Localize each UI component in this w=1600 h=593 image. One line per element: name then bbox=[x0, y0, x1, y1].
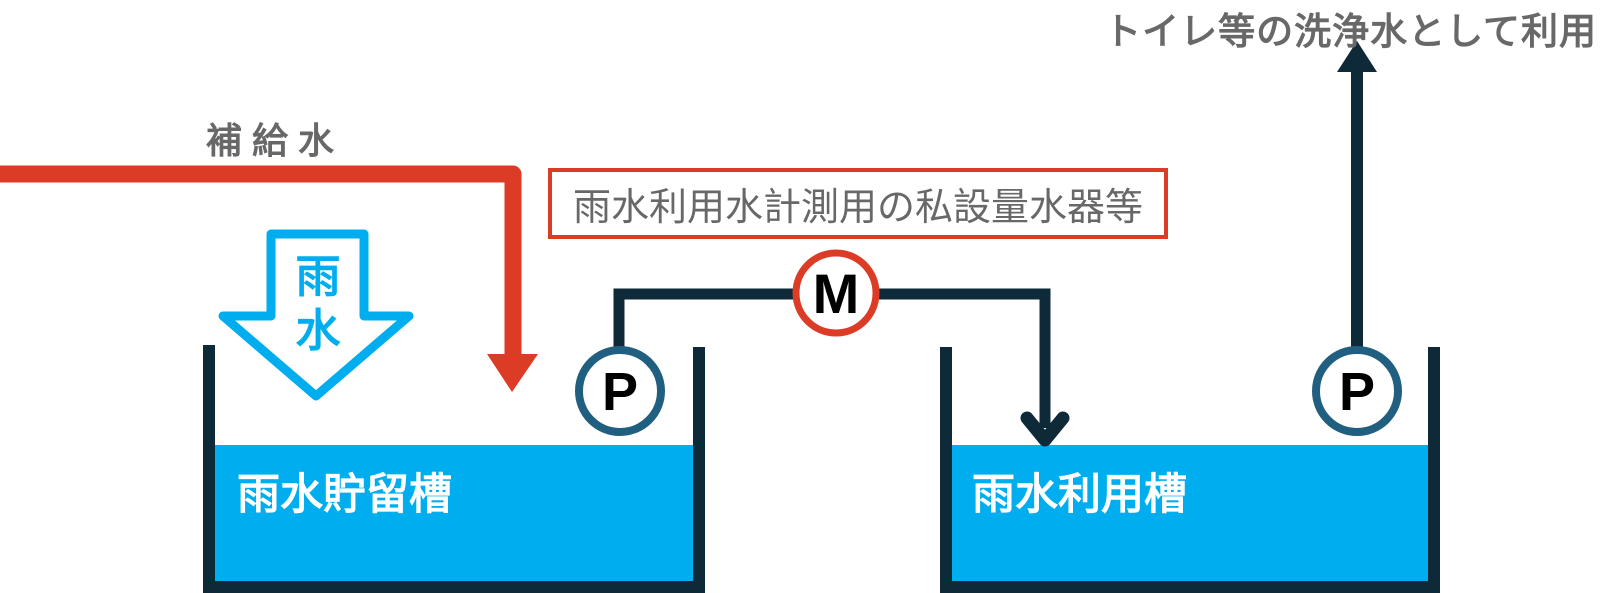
meter-circle-icon bbox=[792, 249, 880, 337]
utilization-tank-label: 雨水利用槽 bbox=[972, 471, 1187, 519]
pump-right-symbol: P bbox=[1339, 362, 1375, 422]
transfer-pipe-arrowhead-icon bbox=[1020, 411, 1070, 447]
pump-left-symbol: P bbox=[602, 362, 638, 422]
meter-label-text: 雨水利用水計測用の私設量水器等 bbox=[572, 187, 1143, 229]
meter-label-box: 雨水利用水計測用の私設量水器等 bbox=[548, 168, 1168, 239]
pump-left-circle-icon bbox=[575, 346, 665, 436]
toilet-use-label: トイレ等の洗浄水として利用 bbox=[1104, 11, 1597, 52]
supply-water-pipe bbox=[0, 165, 522, 366]
storage-tank-water bbox=[215, 445, 693, 581]
utilization-tank-water bbox=[952, 445, 1428, 581]
storage-tank-walls bbox=[203, 345, 705, 593]
utilization-tank-walls bbox=[940, 347, 1440, 593]
storage-tank-label: 雨水貯留槽 bbox=[237, 471, 452, 519]
meter-symbol: M bbox=[813, 262, 860, 325]
pump-right-circle-icon bbox=[1312, 346, 1402, 436]
supply-water-arrowhead-icon bbox=[487, 354, 538, 392]
rain-text-line1: 雨 bbox=[295, 251, 340, 302]
outlet-pipe-arrowhead-icon bbox=[1337, 41, 1377, 72]
rain-text-line2: 水 bbox=[295, 305, 341, 356]
supply-water-label: 補給水 bbox=[206, 120, 345, 161]
rainwater-down-arrow-icon bbox=[218, 229, 414, 401]
